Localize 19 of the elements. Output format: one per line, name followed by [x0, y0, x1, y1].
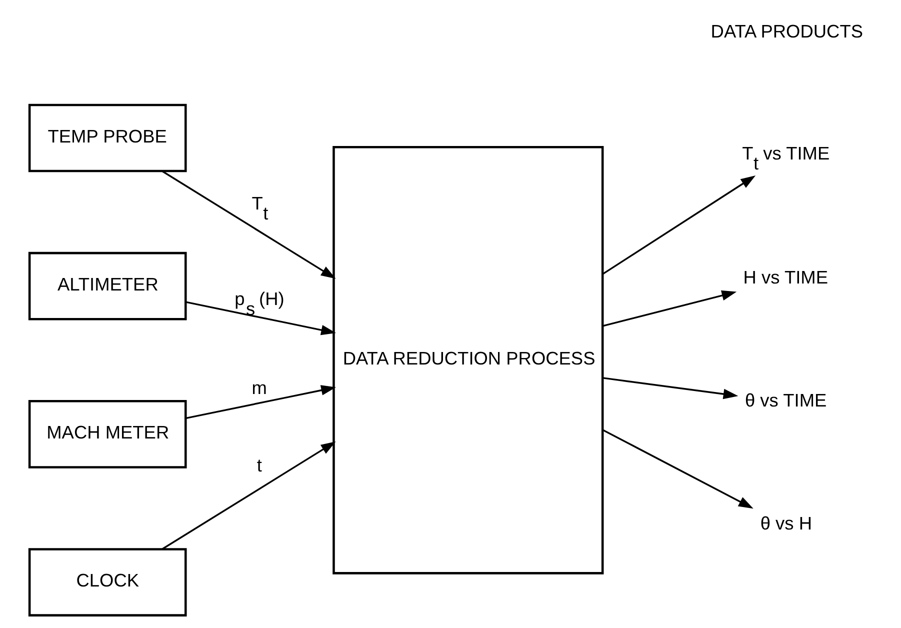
- edge-label: m: [252, 378, 267, 398]
- node-box: TEMP PROBE: [28, 104, 187, 172]
- node-text: H vs TIME: [743, 268, 828, 288]
- label: DATA PRODUCTS: [710, 22, 863, 42]
- arrow: [602, 377, 738, 400]
- arrow: [602, 175, 756, 275]
- arrow: [162, 170, 336, 279]
- arrow: [602, 290, 737, 327]
- node-box: ALTIMETER: [28, 252, 187, 320]
- node-box: CLOCK: [28, 548, 187, 616]
- arrow: [162, 442, 336, 550]
- arrow: [186, 301, 336, 336]
- node-text: θ vs H: [760, 514, 812, 534]
- node-text: θ vs TIME: [744, 390, 827, 411]
- arrow: [602, 429, 754, 509]
- node-box: MACH METER: [28, 400, 187, 468]
- edge-label: t: [256, 456, 262, 476]
- arrow: [186, 385, 336, 420]
- node-box: DATA REDUCTION PROCESS: [332, 146, 604, 574]
